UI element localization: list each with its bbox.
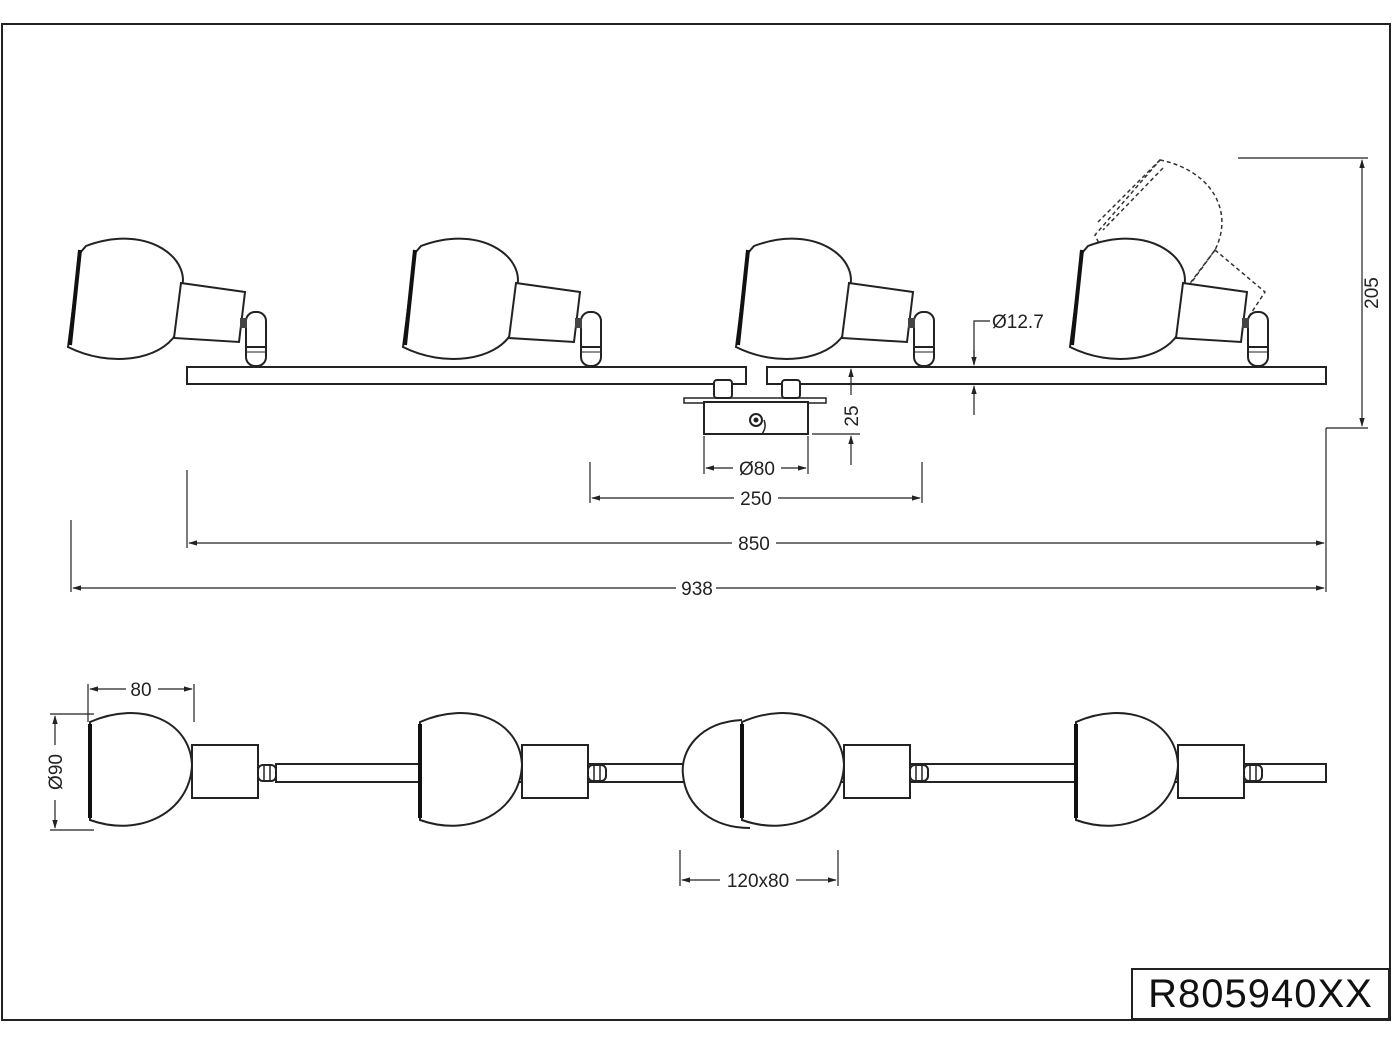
sheet-border bbox=[1, 23, 1391, 1021]
mount-plate-label: 120x80 bbox=[727, 871, 789, 892]
base-diameter-label: Ø80 bbox=[739, 459, 775, 480]
spotlight-2 bbox=[401, 236, 603, 368]
mount-width-label: 250 bbox=[740, 489, 772, 510]
spot-diameter-label: Ø90 bbox=[46, 754, 67, 790]
bar-length-label: 850 bbox=[738, 534, 770, 555]
part-number-box: R805940XX bbox=[1131, 968, 1390, 1020]
top-spotlight-3 bbox=[740, 711, 930, 828]
spotlight-3 bbox=[734, 236, 936, 368]
overall-height-label: 205 bbox=[1362, 277, 1383, 309]
spotlight-1 bbox=[66, 236, 268, 368]
bar-diameter-label: Ø12.7 bbox=[992, 312, 1044, 333]
spotlight-4-tilted-outline bbox=[1094, 159, 1266, 332]
bar-right bbox=[766, 366, 1327, 385]
total-length-label: 938 bbox=[681, 579, 713, 600]
spotlight-4 bbox=[1068, 236, 1270, 368]
top-canopy bbox=[681, 719, 751, 829]
top-spotlight-1 bbox=[88, 711, 278, 828]
top-spotlight-2 bbox=[418, 711, 608, 828]
top-view-dimensions bbox=[50, 684, 839, 886]
top-view bbox=[88, 711, 1327, 829]
side-view-dimension-labels: 938 850 250 Ø80 Ø12.7 205 25 bbox=[676, 277, 1383, 600]
part-number: R805940XX bbox=[1148, 971, 1373, 1016]
canopy bbox=[683, 379, 827, 435]
top-view-dimension-labels: 80 Ø90 120x80 bbox=[46, 680, 789, 892]
spot-depth-label: 80 bbox=[130, 680, 151, 701]
bar-left bbox=[186, 366, 747, 385]
base-height-label: 25 bbox=[842, 405, 863, 426]
top-spotlight-4 bbox=[1074, 711, 1264, 828]
side-view bbox=[66, 159, 1327, 435]
